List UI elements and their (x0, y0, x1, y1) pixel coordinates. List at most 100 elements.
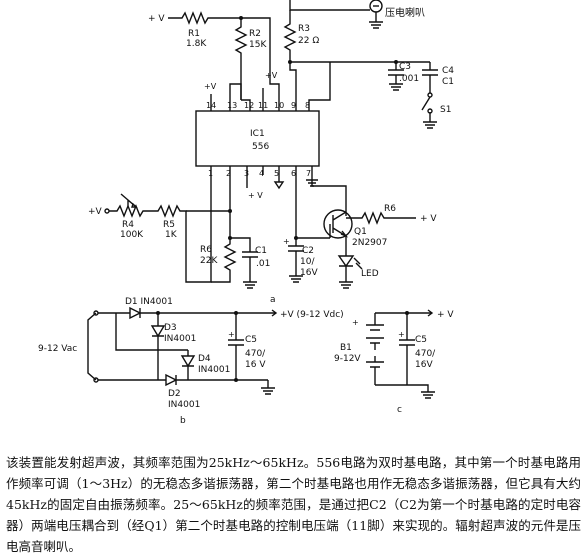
pin-2: 2 (226, 169, 231, 178)
c2-value: 10/ (300, 257, 315, 267)
terminal (104, 208, 110, 214)
b1-battery (366, 313, 384, 385)
c2-polarity: + (283, 237, 290, 246)
d2-label: D2 (168, 389, 181, 399)
light-rays-icon (353, 257, 363, 270)
r4-value: 100K (120, 230, 144, 240)
q1-part: 2N2907 (352, 238, 387, 248)
wire (269, 62, 280, 94)
r3-resistor (283, 10, 297, 62)
c2-label: C2 (302, 246, 314, 256)
output-label: + V (420, 214, 437, 224)
r3-label: R3 (298, 24, 310, 34)
c5-c-polarity: + (398, 330, 405, 339)
circuit-b: D1 IN4001 D3 IN4001 D4 IN4001 D2 IN4001 … (38, 297, 344, 426)
ground-icon (375, 384, 435, 399)
supply-label: + V (148, 14, 165, 24)
r2-value: 15K (249, 40, 267, 50)
c5-c-label: C5 (415, 335, 427, 345)
r2-label: R2 (249, 29, 261, 39)
b1-label: B1 (340, 343, 352, 353)
r6-value: 22K (200, 256, 218, 266)
r4-potentiometer (109, 204, 150, 218)
c3-value: .001 (399, 74, 419, 84)
c5-capacitor-b (228, 313, 244, 380)
pin-9: 9 (291, 101, 296, 110)
c4-label: C4 (442, 66, 454, 76)
ac-input-bracket (87, 312, 97, 381)
wire (289, 0, 370, 11)
b1-polarity: + (352, 318, 359, 327)
switch-contact (427, 92, 433, 98)
b1-value: 9-12V (334, 354, 361, 364)
pin-14: 14 (206, 101, 216, 110)
ic-556-body (195, 110, 320, 167)
circuit-b-label: b (180, 416, 186, 426)
ground-icon (369, 12, 383, 29)
c3-label: C3 (399, 62, 411, 72)
d4-part: IN4001 (198, 365, 230, 375)
arrow-icon (131, 202, 138, 208)
plus-v-pin4: + V (248, 191, 263, 200)
ic-part: 556 (252, 142, 269, 152)
pin-13: 13 (227, 101, 237, 110)
speaker-label: 压电喇叭 (385, 6, 425, 19)
r1-label: R1 (188, 29, 200, 39)
r6b-resistor (346, 211, 416, 225)
c5-polarity: + (228, 330, 235, 339)
q1-label: Q1 (354, 227, 367, 237)
pin-numbers-top: 14 13 12 11 10 9 8 (206, 101, 310, 110)
c3-capacitor (388, 62, 404, 91)
c-output-label: + V (437, 310, 454, 320)
schematic-diagram: + V R1 1.8K R2 15K R3 22 Ω 压电喇叭 C3 .001 … (38, 0, 454, 426)
d4-label: D4 (198, 354, 211, 364)
r6-label: R6 (200, 245, 212, 255)
junction (228, 209, 232, 213)
c5-b-value: 470/ (245, 349, 266, 359)
c5-capacitor-c (399, 313, 415, 385)
arrow-icon (268, 309, 278, 317)
ic-name: IC1 (250, 129, 265, 139)
r5-value: 1K (165, 230, 178, 240)
led-label: LED (361, 269, 379, 279)
pin-4: 4 (259, 169, 264, 178)
pin-7: 7 (306, 169, 311, 178)
r6b-label: R6 (384, 204, 396, 214)
d1-diode (98, 306, 268, 320)
d1-label: D1 IN4001 (125, 297, 173, 307)
ic-bottom-wires (185, 166, 313, 283)
d2-diode (98, 373, 268, 387)
c1-label: C1 (255, 246, 267, 256)
pin-6: 6 (291, 169, 296, 178)
description-paragraph: 该装置能发射超声波，其频率范围为25kHz～65kHz。556电路为双时基电路，… (6, 455, 581, 554)
c1-value: .01 (256, 259, 270, 269)
c4-value: C1 (442, 77, 454, 87)
ic-top-wires (210, 62, 331, 111)
q1-transistor (323, 209, 353, 239)
junction (294, 236, 298, 240)
circuit-a: + V R1 1.8K R2 15K R3 22 Ω 压电喇叭 C3 .001 … (88, 0, 454, 305)
r1-value: 1.8K (186, 39, 207, 49)
r2-resistor (234, 18, 248, 100)
r5-label: R5 (163, 220, 175, 230)
c5-c-value: 470/ (415, 349, 436, 359)
c5-c-volt: 16V (415, 360, 433, 370)
circuit-c: + V + B1 9-12V + C5 470/ 16V c (334, 309, 454, 415)
r4-label: R4 (122, 220, 134, 230)
d4-diode (115, 313, 196, 380)
s1-switch (421, 96, 437, 129)
wire (241, 17, 271, 62)
wire (375, 309, 434, 317)
r5-resistor (150, 204, 187, 218)
c5-b-label: C5 (245, 335, 257, 345)
pin-12: 12 (244, 101, 254, 110)
ground-icon (261, 380, 275, 395)
c1-capacitor (230, 237, 258, 289)
d3-label: D3 (164, 323, 177, 333)
arrow-icon (340, 230, 349, 238)
c4-capacitor (422, 62, 438, 93)
switch-contact (427, 108, 433, 114)
pin-8: 8 (305, 101, 310, 110)
circuit-c-label: c (397, 405, 402, 415)
